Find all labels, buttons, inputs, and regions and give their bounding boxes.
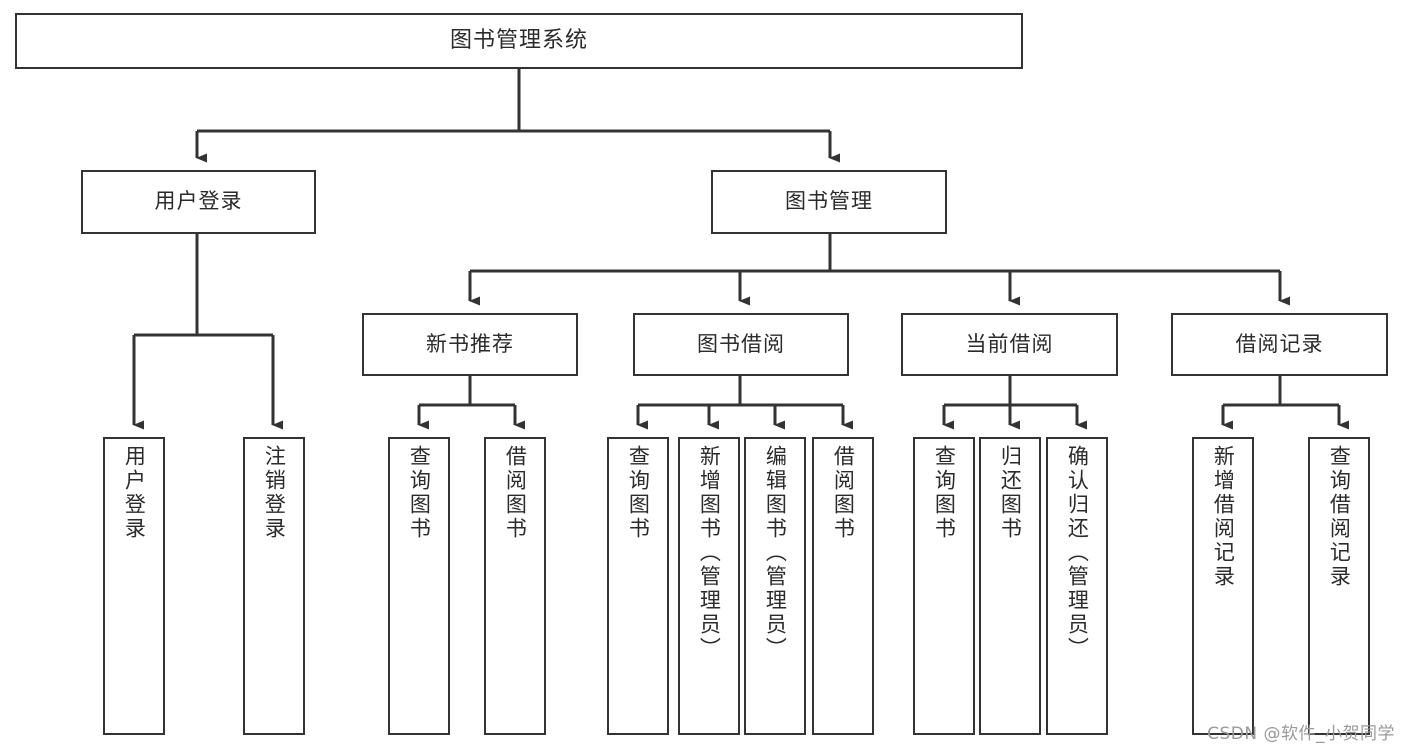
node-leaf-query-book-3[interactable]: 查询图书 — [913, 437, 975, 735]
node-borrow-record[interactable]: 借阅记录 — [1171, 313, 1388, 376]
node-leaf-add-record[interactable]: 新增借阅记录 — [1192, 437, 1254, 735]
node-new-book-recommendation-label: 新书推荐 — [426, 331, 514, 356]
node-root[interactable]: 图书管理系统 — [15, 13, 1023, 69]
node-leaf-query-book-2[interactable]: 查询图书 — [607, 437, 669, 735]
node-leaf-query-book-3-label: 查询图书 — [932, 445, 957, 541]
node-leaf-query-record[interactable]: 查询借阅记录 — [1308, 437, 1370, 735]
node-leaf-return-book[interactable]: 归还图书 — [979, 437, 1041, 735]
node-leaf-return-book-label: 归还图书 — [998, 445, 1023, 541]
node-user-login-label: 用户登录 — [154, 189, 243, 214]
node-book-manage[interactable]: 图书管理 — [711, 170, 947, 234]
node-leaf-borrow-book-2[interactable]: 借阅图书 — [812, 437, 874, 735]
node-current-borrow-label: 当前借阅 — [965, 331, 1054, 356]
node-leaf-query-book-1[interactable]: 查询图书 — [388, 437, 450, 735]
node-book-borrow[interactable]: 图书借阅 — [633, 313, 849, 376]
node-user-login[interactable]: 用户登录 — [81, 170, 316, 234]
node-book-borrow-label: 图书借阅 — [697, 331, 785, 356]
node-leaf-borrow-book-2-label: 借阅图书 — [831, 445, 856, 541]
node-leaf-logout[interactable]: 注销登录 — [243, 437, 305, 735]
node-leaf-user-login-label: 用户登录 — [122, 445, 147, 541]
node-leaf-logout-label: 注销登录 — [262, 445, 287, 541]
node-leaf-query-record-label: 查询借阅记录 — [1327, 445, 1352, 589]
node-leaf-query-book-2-label: 查询图书 — [626, 445, 651, 541]
node-leaf-confirm-return[interactable]: 确认归还（管理员） — [1046, 437, 1108, 735]
node-leaf-query-book-1-label: 查询图书 — [407, 445, 432, 541]
node-book-manage-label: 图书管理 — [785, 189, 873, 214]
node-leaf-add-record-label: 新增借阅记录 — [1211, 445, 1236, 589]
node-leaf-borrow-book-1-label: 借阅图书 — [503, 445, 528, 541]
node-leaf-confirm-return-label: 确认归还（管理员） — [1065, 445, 1090, 661]
node-borrow-record-label: 借阅记录 — [1235, 331, 1324, 356]
watermark-text: CSDN @软件_小贺同学 — [1207, 724, 1395, 744]
node-root-label: 图书管理系统 — [449, 27, 588, 53]
node-leaf-edit-book-label: 编辑图书（管理员） — [763, 445, 788, 661]
node-leaf-add-book-label: 新增图书（管理员） — [697, 445, 722, 661]
node-leaf-edit-book[interactable]: 编辑图书（管理员） — [744, 437, 806, 735]
node-leaf-add-book[interactable]: 新增图书（管理员） — [678, 437, 740, 735]
node-new-book-recommendation[interactable]: 新书推荐 — [362, 313, 578, 376]
node-leaf-user-login[interactable]: 用户登录 — [103, 437, 165, 735]
node-current-borrow[interactable]: 当前借阅 — [901, 313, 1118, 376]
node-leaf-borrow-book-1[interactable]: 借阅图书 — [484, 437, 546, 735]
